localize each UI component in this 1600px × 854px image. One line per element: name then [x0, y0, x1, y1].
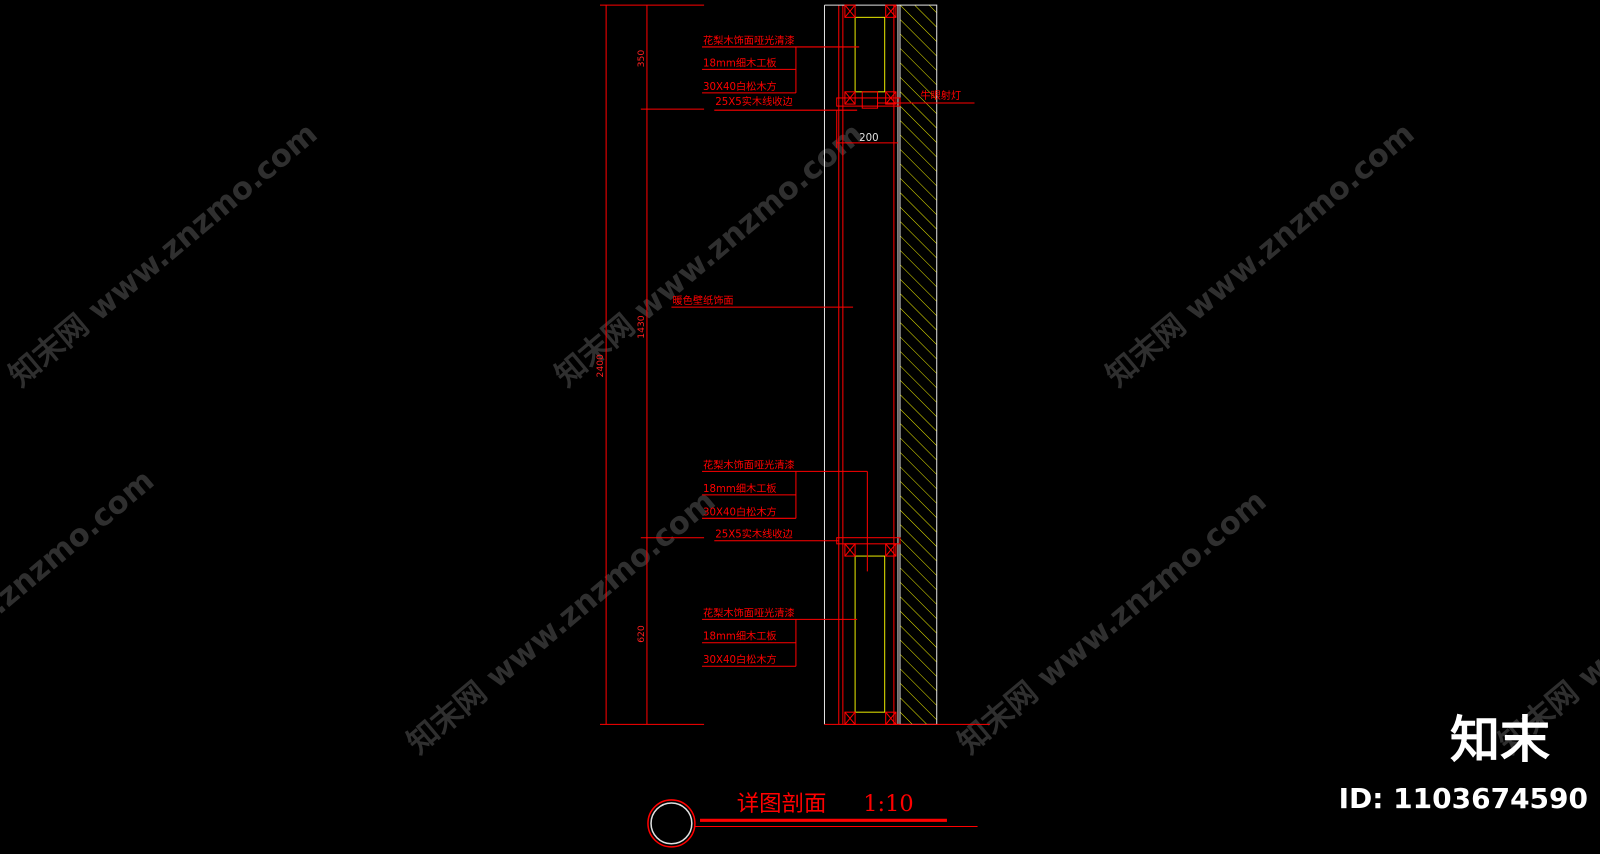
dim-620: 620 — [636, 625, 647, 643]
label-finish: 花梨木饰面哑光清漆 — [703, 34, 795, 47]
dim-200: 200 — [859, 133, 878, 144]
section-marker-inner — [650, 802, 693, 845]
label-board: 18mm细木工板 — [703, 56, 777, 69]
dim-350: 350 — [636, 50, 647, 68]
watermark: 知末网 www.znzmo.com — [0, 463, 161, 741]
watermark: 知末网 www.znzmo.com — [3, 116, 324, 394]
brand-logo: 知末 — [1450, 711, 1550, 769]
watermarks: 知末网 www.znzmo.com 知末网 www.znzmo.com 知末网 … — [0, 116, 1600, 761]
label-battens: 30X40白松木方 — [703, 653, 777, 666]
label-finish: 花梨木饰面哑光清漆 — [703, 606, 795, 619]
label-board: 18mm细木工板 — [703, 630, 777, 643]
label-trim: 25X5实木线收边 — [715, 528, 792, 541]
image-id: ID: 1103674590 — [1338, 782, 1588, 815]
label-trim: 25X5实木线收边 — [715, 95, 792, 108]
watermark: 知末网 www.znzmo.com — [1100, 116, 1421, 394]
leader-lines — [671, 46, 975, 667]
wall-section — [899, 4, 938, 725]
panel-section — [823, 4, 990, 725]
dim-1430: 1430 — [636, 315, 647, 339]
section-marker-circle — [647, 799, 696, 848]
label-board: 18mm细木工板 — [703, 482, 777, 495]
drawing-title: 详图剖面 — [737, 791, 827, 817]
watermark: 知末网 www.znzmo.com — [952, 484, 1273, 762]
label-battens: 30X40白松木方 — [703, 505, 777, 518]
label-finish: 花梨木饰面哑光清漆 — [703, 458, 795, 471]
dim-2400: 2400 — [595, 354, 606, 378]
drawing-scale: 1:10 — [863, 791, 913, 817]
label-spotlight: 牛眼射灯 — [920, 89, 961, 102]
watermark: 知末网 www.znzmo.com — [549, 116, 870, 394]
label-battens: 30X40白松木方 — [703, 80, 777, 93]
dimension-lines — [600, 4, 705, 725]
label-wallpaper: 暖色壁纸饰面 — [672, 294, 733, 307]
watermark: 知末网 www.znzmo.com — [401, 484, 722, 762]
